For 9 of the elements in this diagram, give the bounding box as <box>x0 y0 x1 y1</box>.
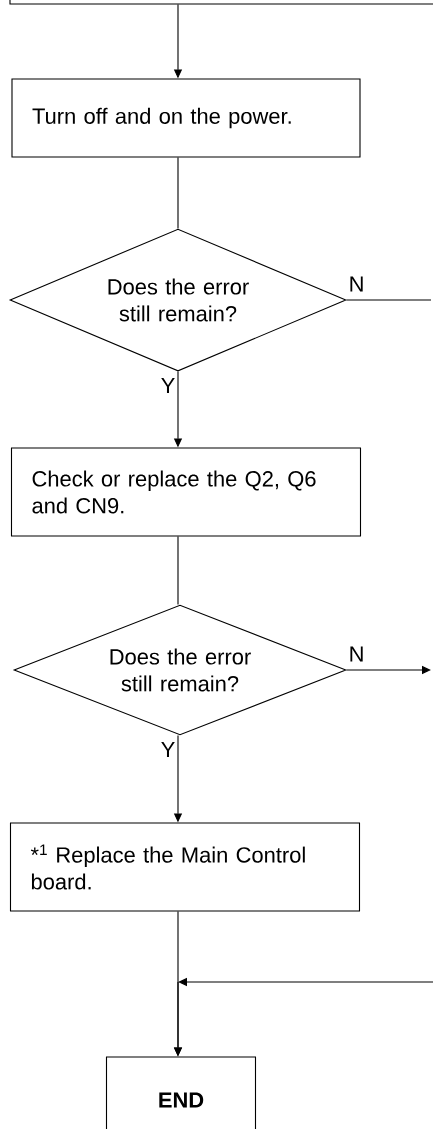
process-box: *$^{1}$ Replace the Main Control board. <box>9 822 361 912</box>
process-box: Check or replace the Q2, Q6 and CN9. <box>10 447 362 537</box>
edge-label: Y <box>159 377 177 395</box>
process-box <box>9 0 433 5</box>
edge-label: Y <box>159 741 177 759</box>
terminal-box: END <box>105 1056 257 1129</box>
edge-label: N <box>347 275 366 293</box>
edge-label: N <box>347 645 366 663</box>
process-box: Turn off and on the power. <box>11 78 361 158</box>
